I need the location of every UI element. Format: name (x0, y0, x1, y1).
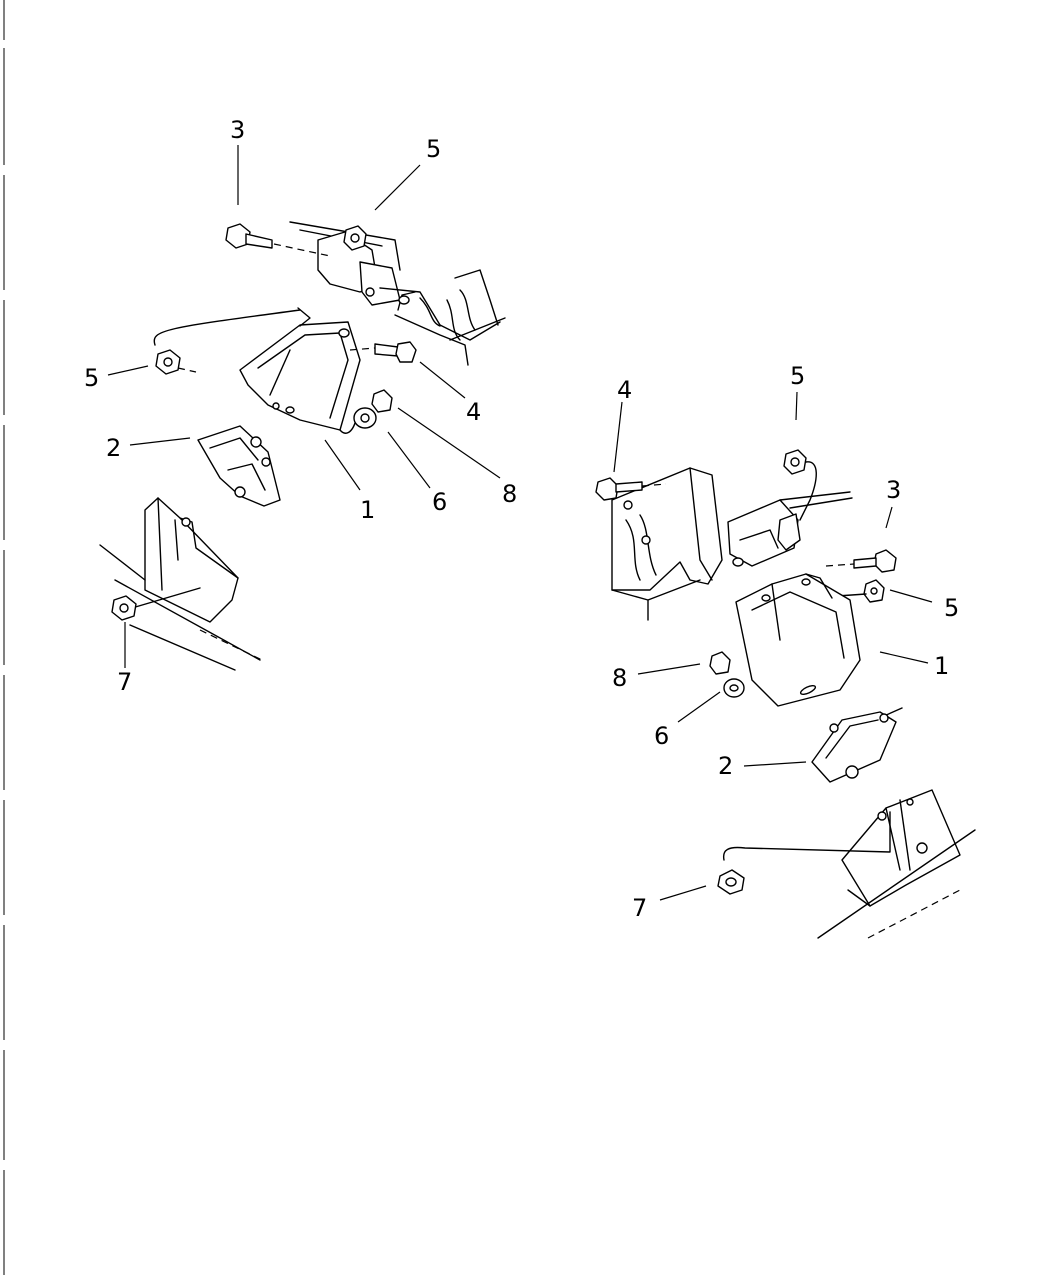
right-callout-8: 8 (612, 664, 627, 692)
right-callout-5-top: 5 (790, 362, 805, 390)
left-assembly: 3 5 5 4 2 1 6 8 7 (84, 116, 517, 696)
right-callout-2: 2 (718, 752, 733, 780)
left-nut-8 (371, 389, 393, 413)
right-washer-6 (723, 678, 745, 698)
left-callout-8: 8 (502, 480, 517, 508)
right-callout-7: 7 (632, 894, 647, 922)
left-callout-5-left: 5 (84, 364, 99, 392)
right-callout-5-right: 5 (944, 594, 959, 622)
right-callout-6: 6 (654, 722, 669, 750)
left-nut-7 (111, 595, 137, 621)
right-frame (722, 789, 976, 939)
left-nut-5-left (155, 349, 197, 375)
right-mount-2 (811, 707, 903, 783)
right-callout-1: 1 (934, 652, 949, 680)
left-callout-1: 1 (360, 496, 375, 524)
right-nut-7 (717, 869, 745, 895)
left-callout-4: 4 (466, 398, 481, 426)
left-callout-2: 2 (106, 434, 121, 462)
left-callout-7: 7 (117, 668, 132, 696)
right-bolt-3 (825, 549, 897, 573)
right-callout-4: 4 (617, 376, 632, 404)
right-nut-5-right (779, 579, 885, 603)
right-leaders (613, 391, 933, 901)
left-callout-3: 3 (230, 116, 245, 144)
left-washer-6 (353, 407, 377, 429)
right-engine-block (611, 467, 853, 621)
left-bolt-3 (225, 223, 331, 257)
left-frame (99, 497, 263, 671)
right-nut-8 (709, 651, 731, 675)
left-bracket-1 (153, 307, 361, 434)
right-assembly: 4 5 3 5 1 8 6 2 7 (595, 362, 976, 939)
left-mount-2 (197, 425, 281, 507)
left-nut-5-top (343, 225, 367, 251)
right-bolt-4 (595, 477, 667, 501)
left-callout-6: 6 (432, 488, 447, 516)
right-callout-3: 3 (886, 476, 901, 504)
right-nut-5-top (783, 449, 817, 521)
left-leaders (107, 145, 501, 668)
right-bracket-1 (735, 573, 861, 707)
left-callout-5-top: 5 (426, 135, 441, 163)
left-bolt-4 (349, 341, 417, 363)
